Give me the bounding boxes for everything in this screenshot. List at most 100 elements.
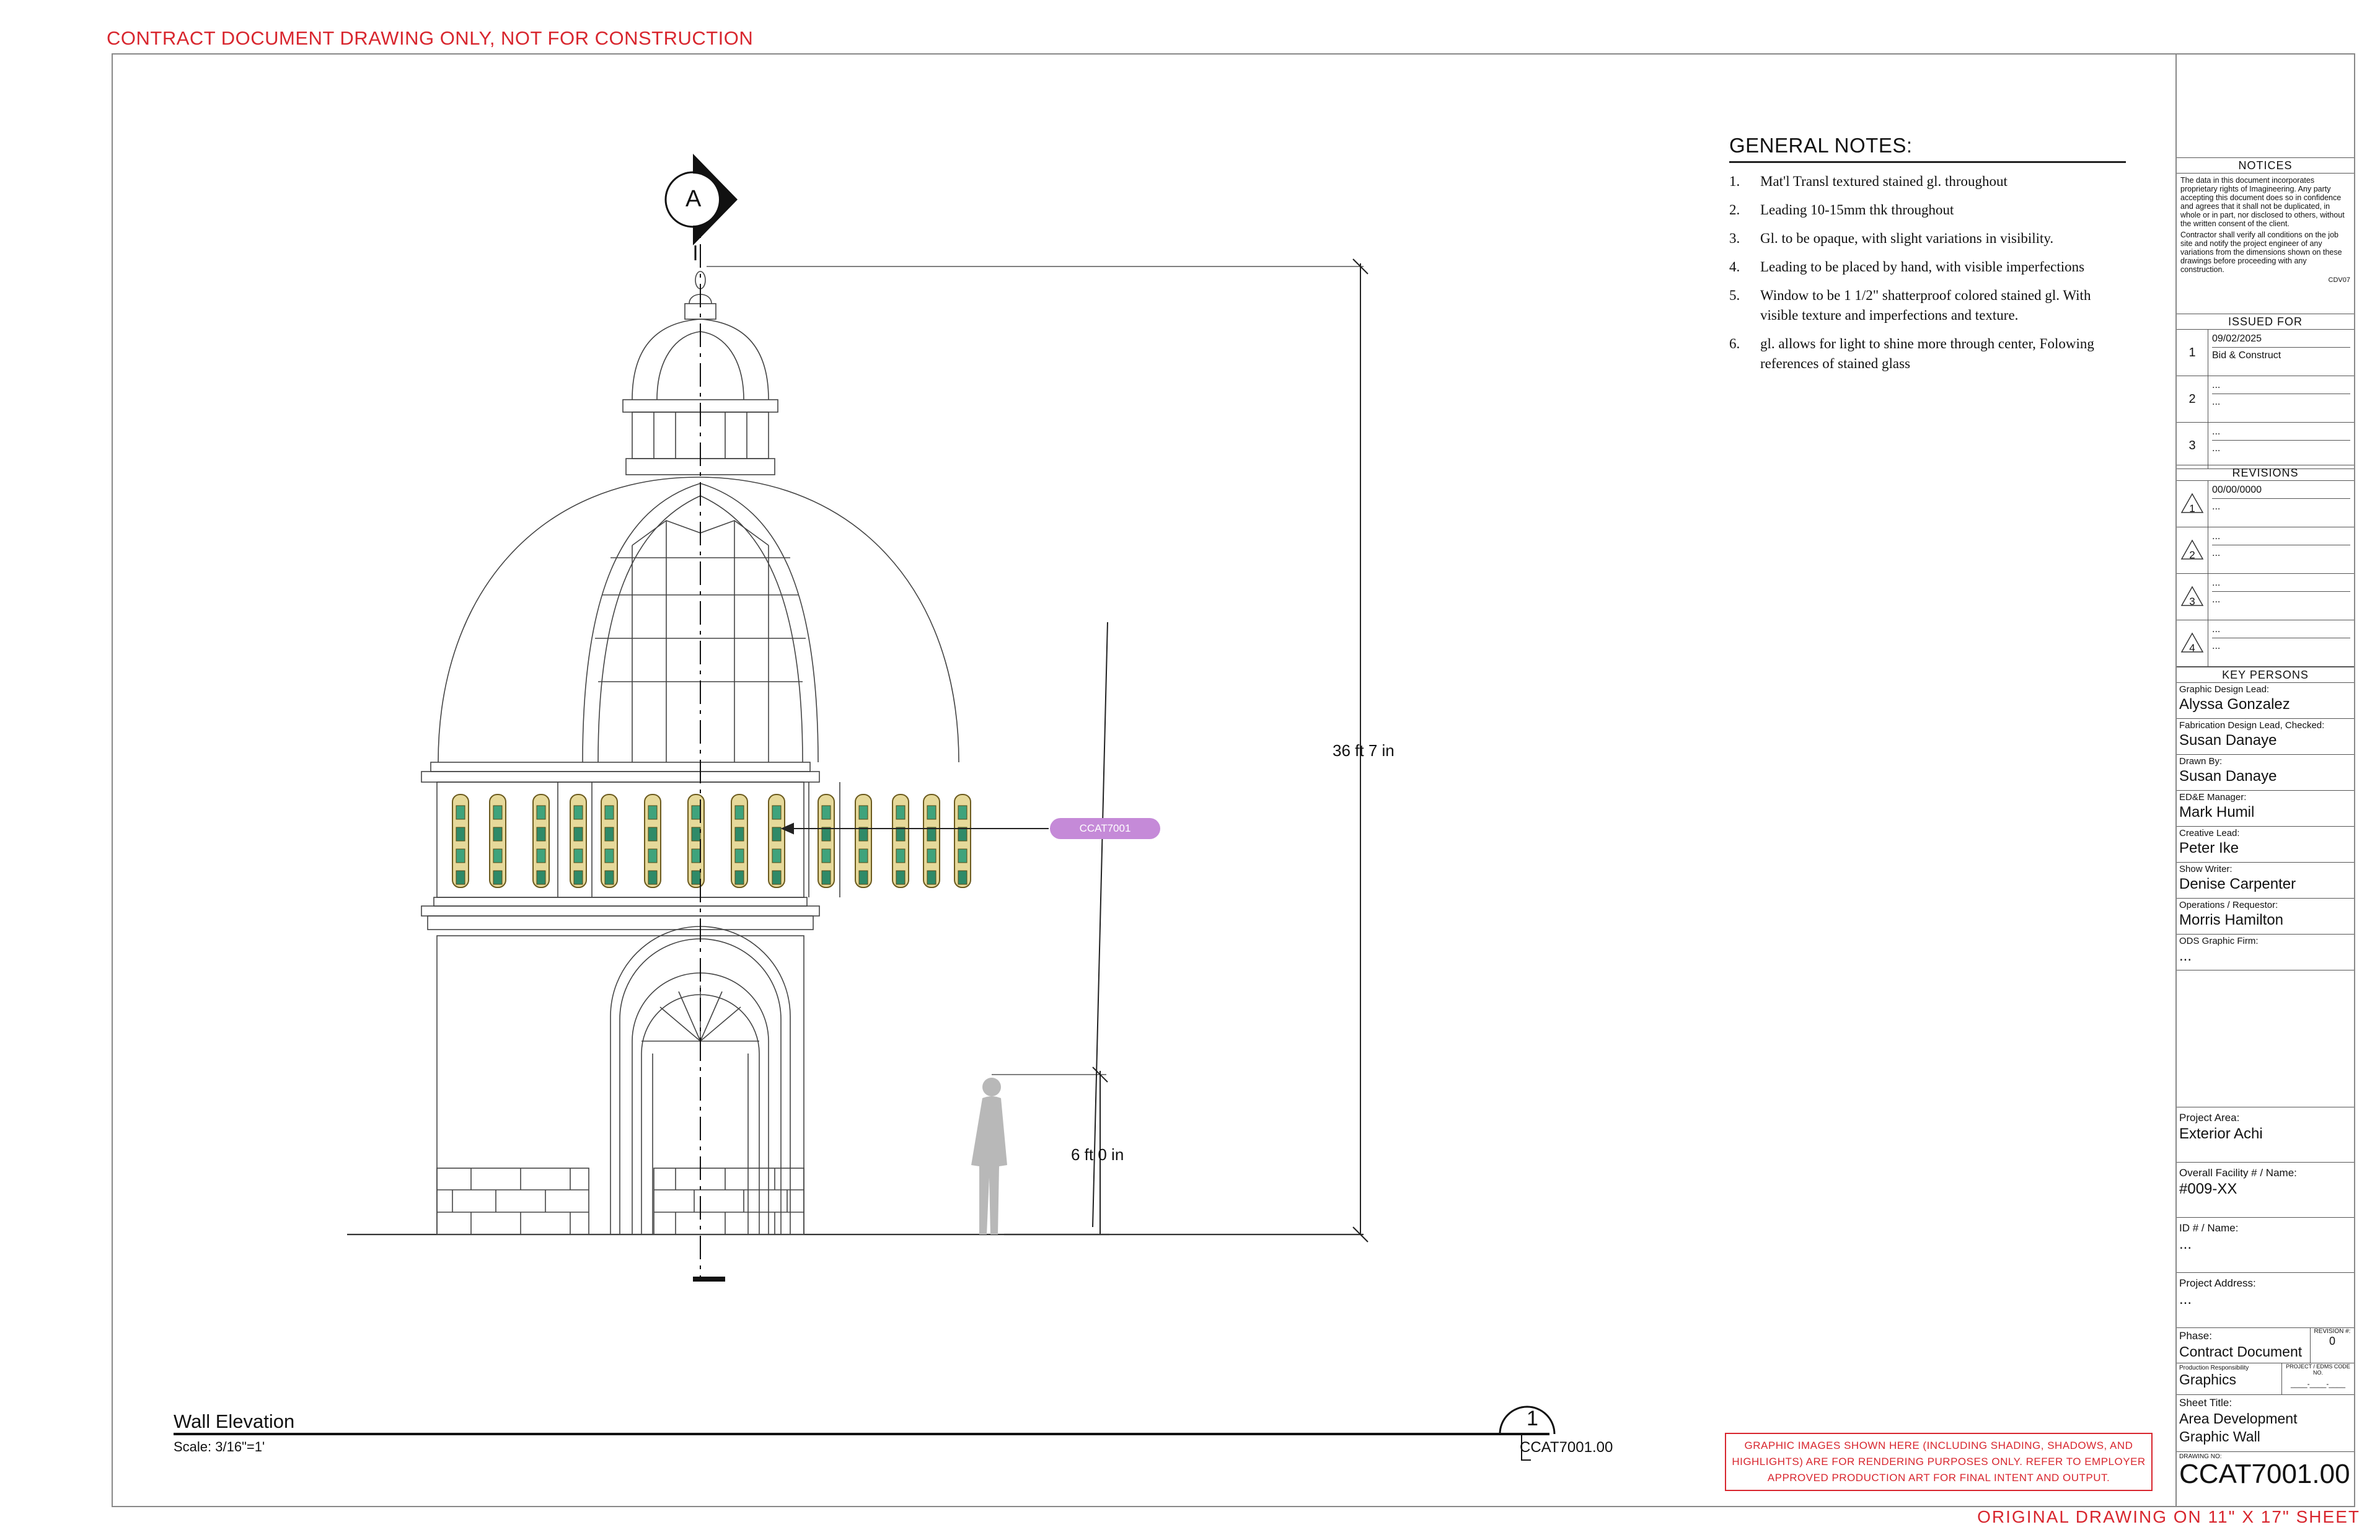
key-person-role: Show Writer: xyxy=(2179,864,2232,874)
issued-date: 09/02/2025 xyxy=(2212,331,2350,348)
production-label: Production Responsibility xyxy=(2179,1365,2249,1371)
stained-glass-panel xyxy=(731,794,748,888)
issued-desc: Bid & Construct xyxy=(2212,350,2281,361)
key-person-role: Graphic Design Lead: xyxy=(2179,684,2270,695)
stained-glass-panel xyxy=(818,794,835,888)
general-note-item: 3.Gl. to be opaque, with slight variatio… xyxy=(1729,229,2126,249)
view-title-line xyxy=(174,1406,1556,1461)
revision-desc: ... xyxy=(2212,501,2221,512)
project-field-value: ... xyxy=(2179,1291,2192,1308)
sheet-title-label: Sheet Title: xyxy=(2179,1397,2232,1409)
revision-date: 00/00/0000 xyxy=(2212,482,2350,499)
key-person: Creative Lead:Peter Ike xyxy=(2177,827,2354,863)
construction-warning: CONTRACT DOCUMENT DRAWING ONLY, NOT FOR … xyxy=(107,27,754,49)
revision-triangle-icon: 4 xyxy=(2177,620,2208,666)
general-note-text: gl. allows for light to shine more throu… xyxy=(1760,336,2094,371)
key-person-name: Susan Danaye xyxy=(2179,732,2277,749)
key-person-role: ODS Graphic Firm: xyxy=(2179,936,2259,946)
revision-triangle-icon: 2 xyxy=(2177,527,2208,573)
revision-desc: ... xyxy=(2212,641,2221,651)
general-note-item: 6. gl. allows for light to shine more thr… xyxy=(1729,334,2126,374)
general-note-number: 4. xyxy=(1729,259,1740,275)
production-value: Graphics xyxy=(2179,1371,2237,1388)
center-line-end xyxy=(693,1277,725,1282)
project-field-value: Exterior Achi xyxy=(2179,1125,2263,1142)
project-field: Project Address:... xyxy=(2177,1272,2354,1327)
sheet-title-line1: Area Development xyxy=(2179,1410,2298,1427)
key-person-name: Susan Danaye xyxy=(2179,768,2277,785)
key-person: Fabrication Design Lead, Checked:Susan D… xyxy=(2177,719,2354,755)
wall-elevation-drawing xyxy=(174,154,1556,1461)
figure-height-dimension xyxy=(992,622,1109,1236)
general-notes-list: 1. Mat'l Transl textured stained gl. thro… xyxy=(1729,172,2126,374)
key-person-name: Mark Humil xyxy=(2179,804,2255,821)
general-note-number: 6. xyxy=(1729,336,1740,351)
key-person: Graphic Design Lead:Alyssa Gonzalez xyxy=(2177,683,2354,719)
general-note-text: Leading to be placed by hand, with visib… xyxy=(1760,259,2085,275)
scale-figure xyxy=(971,1078,1007,1234)
general-note-item: 1. Mat'l Transl textured stained gl. thro… xyxy=(1729,172,2126,191)
issued-desc: ... xyxy=(2212,397,2221,407)
issued-number: 3 xyxy=(2177,423,2208,469)
general-note-text: Window to be 1 1/2" shatterproof colored… xyxy=(1760,288,2091,323)
stained-glass-panel xyxy=(923,794,940,888)
phase-label: Phase: xyxy=(2179,1330,2212,1342)
notices-head: NOTICES xyxy=(2177,157,2354,174)
callout-leader xyxy=(780,822,1049,835)
overall-height-label: 36 ft 7 in xyxy=(1333,741,1395,760)
issued-desc: ... xyxy=(2212,443,2221,454)
project-field-label: Project Address: xyxy=(2179,1277,2256,1289)
general-note-item: 5.Window to be 1 1/2" shatterproof color… xyxy=(1729,286,2126,325)
project-field-label: Overall Facility # / Name: xyxy=(2179,1167,2297,1179)
project-field: Project Area:Exterior Achi xyxy=(2177,1107,2354,1162)
section-marker-label: A xyxy=(685,186,702,212)
issued-date: ... xyxy=(2212,424,2350,441)
stained-glass-panel xyxy=(892,794,909,888)
general-note-item: 2. Leading 10-15mm thk throughout xyxy=(1729,200,2126,220)
phase-value: Contract Document xyxy=(2179,1344,2303,1360)
callout-tag[interactable]: CCAT7001 xyxy=(1050,818,1160,839)
view-ref-number: 1 xyxy=(1527,1407,1538,1430)
key-persons-head: KEY PERSONS xyxy=(2177,667,2354,683)
key-persons-section: KEY PERSONS Graphic Design Lead:Alyssa G… xyxy=(2177,667,2354,970)
stained-glass-panel xyxy=(452,794,469,888)
revision-row: 4...... xyxy=(2177,620,2354,667)
key-person: Operations / Requestor:Morris Hamilton xyxy=(2177,899,2354,935)
issued-row: 3...... xyxy=(2177,423,2354,469)
general-note-text: Leading 10-15mm thk throughout xyxy=(1760,202,1954,218)
revision-number: 2 xyxy=(2189,549,2195,561)
general-note-item: 4. Leading to be placed by hand, with vis… xyxy=(1729,257,2126,277)
project-field: Overall Facility # / Name:#009-XX xyxy=(2177,1162,2354,1217)
code-value: ____-____-____ xyxy=(2290,1379,2346,1388)
stained-glass-panel xyxy=(855,794,872,888)
general-note-number: 2. xyxy=(1729,202,1740,218)
key-person-name: Denise Carpenter xyxy=(2179,876,2296,892)
revision-number: 4 xyxy=(2189,642,2195,654)
general-note-number: 1. xyxy=(1729,174,1740,189)
view-ref-sheet: CCAT7001.00 xyxy=(1520,1439,1613,1456)
notices-section: NOTICES The data in this document incorp… xyxy=(2177,157,2354,284)
stained-glass-panel xyxy=(768,794,785,888)
revision-desc: ... xyxy=(2212,548,2221,558)
notice-code: CDV07 xyxy=(2328,276,2350,284)
drawing-no-label: DRAWING NO: xyxy=(2179,1453,2222,1460)
original-sheet-note: ORIGINAL DRAWING ON 11" X 17" SHEET xyxy=(1977,1507,2360,1526)
stained-glass-panel xyxy=(489,794,506,888)
project-field: ID # / Name:... xyxy=(2177,1217,2354,1272)
general-notes-title: GENERAL NOTES: xyxy=(1729,134,2126,163)
general-note-text: Mat'l Transl textured stained gl. throug… xyxy=(1760,174,2008,189)
stained-glass-panel xyxy=(687,794,705,888)
drum-base xyxy=(436,935,804,1235)
revision-triangle-icon: 1 xyxy=(2177,481,2208,527)
section-marker xyxy=(664,154,738,260)
revision-date: ... xyxy=(2212,575,2350,592)
issued-number: 1 xyxy=(2177,330,2208,376)
key-person-role: Fabrication Design Lead, Checked: xyxy=(2179,720,2325,731)
issued-for-head: ISSUED FOR xyxy=(2177,314,2354,330)
key-person: Show Writer: Denise Carpenter xyxy=(2177,863,2354,899)
phase-section: Phase: Contract Document REVISION #: 0 P… xyxy=(2177,1327,2354,1490)
code-label: PROJECT / EDMS CODE NO. xyxy=(2286,1363,2350,1376)
